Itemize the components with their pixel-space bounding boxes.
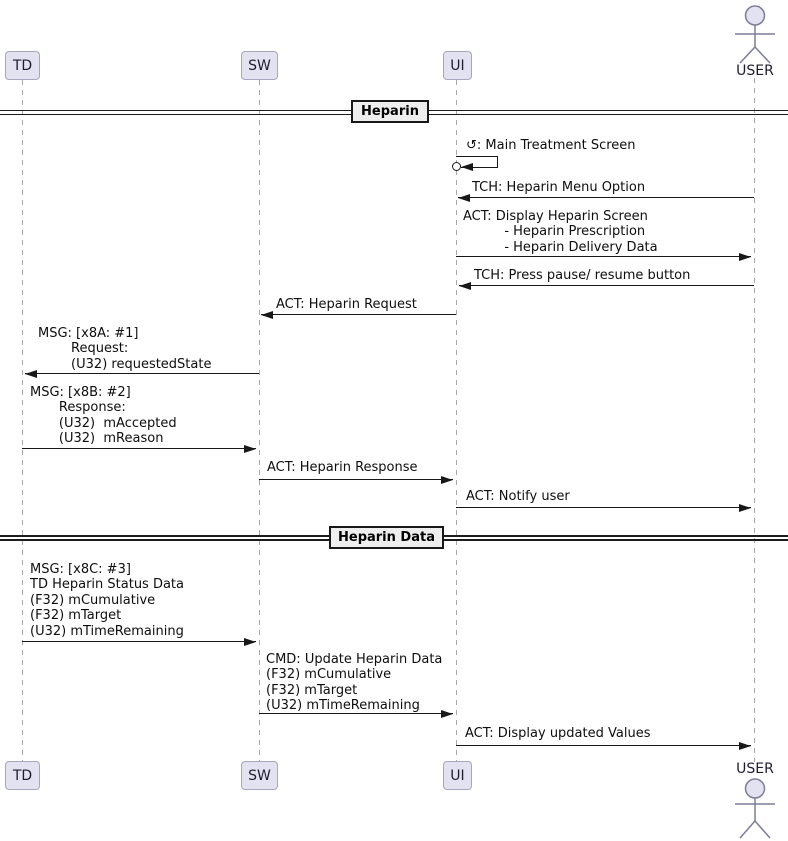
message-act-heparin-request-arrow	[261, 314, 456, 316]
message-msg-x8a-label: MSG: [x8A: #1] Request: (U32) requestedS…	[38, 326, 212, 372]
message-act-heparin-response-label: ACT: Heparin Response	[267, 460, 418, 475]
lifeline-user	[754, 78, 755, 762]
message-cmd-update-heparin-data-arrow	[259, 713, 453, 715]
message-cmd-update-heparin-data-label: CMD: Update Heparin Data (F32) mCumulati…	[266, 652, 443, 714]
message-act-display-updated-values-arrow	[456, 745, 751, 747]
message-act-notify-user-label: ACT: Notify user	[466, 489, 570, 504]
participant-td-top-label: TD	[12, 57, 33, 74]
participant-sw-bottom-label: SW	[248, 767, 271, 784]
lifeline-sw	[259, 80, 260, 761]
self-message-loop-top	[456, 156, 498, 158]
self-message-main-treatment-label: ↺: Main Treatment Screen	[466, 138, 636, 153]
participant-td-bottom: TD	[5, 761, 40, 790]
participant-sw-top: SW	[241, 51, 278, 80]
divider-heparin-data: Heparin Data	[329, 526, 444, 549]
message-act-heparin-response-arrow	[259, 479, 453, 481]
message-tch-heparin-menu-arrow	[458, 197, 754, 199]
message-msg-x8c-arrow	[22, 641, 256, 643]
user-actor-bottom-label: USER	[736, 761, 774, 777]
participant-sw-bottom: SW	[241, 761, 278, 790]
user-actor-figure-top	[735, 5, 775, 64]
message-msg-x8b-arrow	[22, 448, 256, 450]
lifeline-td	[22, 80, 23, 761]
participant-ui-top: UI	[443, 51, 472, 80]
participant-td-bottom-label: TD	[12, 767, 33, 784]
message-act-display-updated-values-label: ACT: Display updated Values	[465, 726, 651, 741]
message-msg-x8a-arrow	[25, 373, 259, 375]
participant-sw-top-label: SW	[248, 57, 271, 74]
message-act-display-heparin-screen-label: ACT: Display Heparin Screen - Heparin Pr…	[463, 209, 658, 255]
message-act-notify-user-arrow	[456, 507, 751, 509]
divider-heparin: Heparin	[351, 100, 429, 123]
self-message-loop-side	[497, 156, 499, 167]
message-tch-heparin-menu-label: TCH: Heparin Menu Option	[472, 180, 646, 195]
message-act-heparin-request-label: ACT: Heparin Request	[276, 297, 417, 312]
divider-heparin-data-label: Heparin Data	[338, 530, 435, 545]
self-message-circle	[451, 162, 461, 171]
message-tch-press-pause-arrow	[459, 285, 754, 287]
divider-heparin-label: Heparin	[361, 104, 419, 119]
participant-ui-bottom-label: UI	[450, 767, 465, 784]
user-actor-figure-bottom	[735, 778, 775, 839]
participant-ui-top-label: UI	[450, 57, 465, 74]
user-actor-top-label: USER	[736, 63, 774, 79]
message-tch-press-pause-label: TCH: Press pause/ resume button	[474, 268, 691, 283]
message-act-display-heparin-screen-arrow	[456, 256, 751, 258]
self-message-loop-arrow	[461, 166, 498, 168]
message-msg-x8b-label: MSG: [x8B: #2] Response: (U32) mAccepted…	[30, 385, 177, 447]
participant-td-top: TD	[5, 51, 40, 80]
participant-ui-bottom: UI	[443, 761, 472, 790]
message-msg-x8c-label: MSG: [x8C: #3] TD Heparin Status Data (F…	[30, 562, 185, 639]
lifeline-ui	[456, 80, 457, 761]
